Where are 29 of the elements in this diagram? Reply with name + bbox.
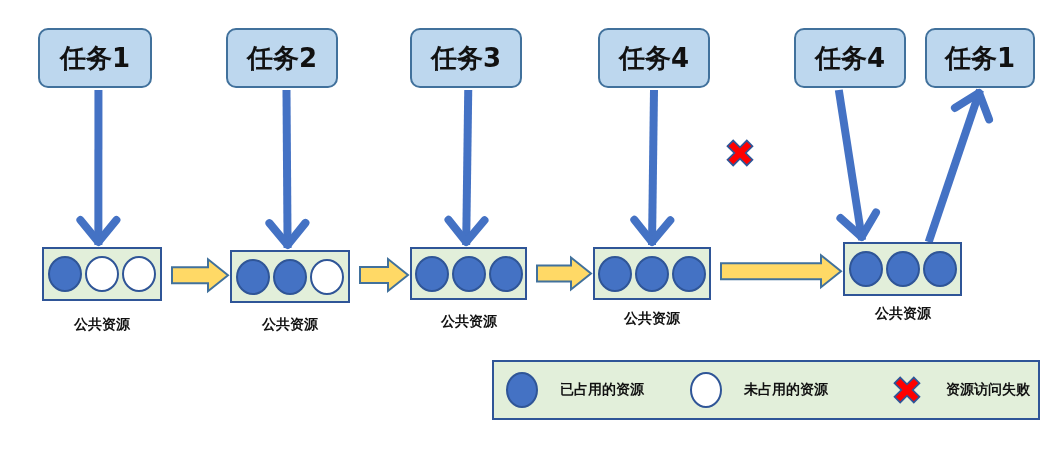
block-arrow xyxy=(536,255,593,292)
resource-box xyxy=(230,250,350,303)
resource-box xyxy=(42,247,162,301)
resource-box xyxy=(843,242,962,296)
task-box: 任务3 xyxy=(410,28,522,88)
task-box: 任务4 xyxy=(794,28,906,88)
task-box: 任务2 xyxy=(226,28,338,88)
arrow xyxy=(444,89,489,246)
task-box: 任务1 xyxy=(38,28,152,88)
block-arrow xyxy=(171,257,230,294)
arrow xyxy=(265,89,310,249)
resource-caption: 公共资源 xyxy=(74,316,130,334)
legend-label: 未占用的资源 xyxy=(744,381,828,399)
resource-box xyxy=(410,247,527,300)
arrow xyxy=(630,89,675,246)
arrow xyxy=(924,88,994,244)
block-arrow xyxy=(359,256,410,294)
legend-label: 资源访问失败 xyxy=(946,381,1030,399)
arrow xyxy=(76,90,121,246)
legend-label: 已占用的资源 xyxy=(560,381,644,399)
resource-box xyxy=(593,247,711,300)
resource-caption: 公共资源 xyxy=(262,316,318,334)
task-box: 任务4 xyxy=(598,28,710,88)
block-arrow xyxy=(720,253,843,290)
resource-caption: 公共资源 xyxy=(624,310,680,328)
resource-caption: 公共资源 xyxy=(440,313,497,331)
task-box: 任务1 xyxy=(925,28,1035,88)
arrow xyxy=(834,89,880,242)
resource-caption: 公共资源 xyxy=(874,305,931,323)
